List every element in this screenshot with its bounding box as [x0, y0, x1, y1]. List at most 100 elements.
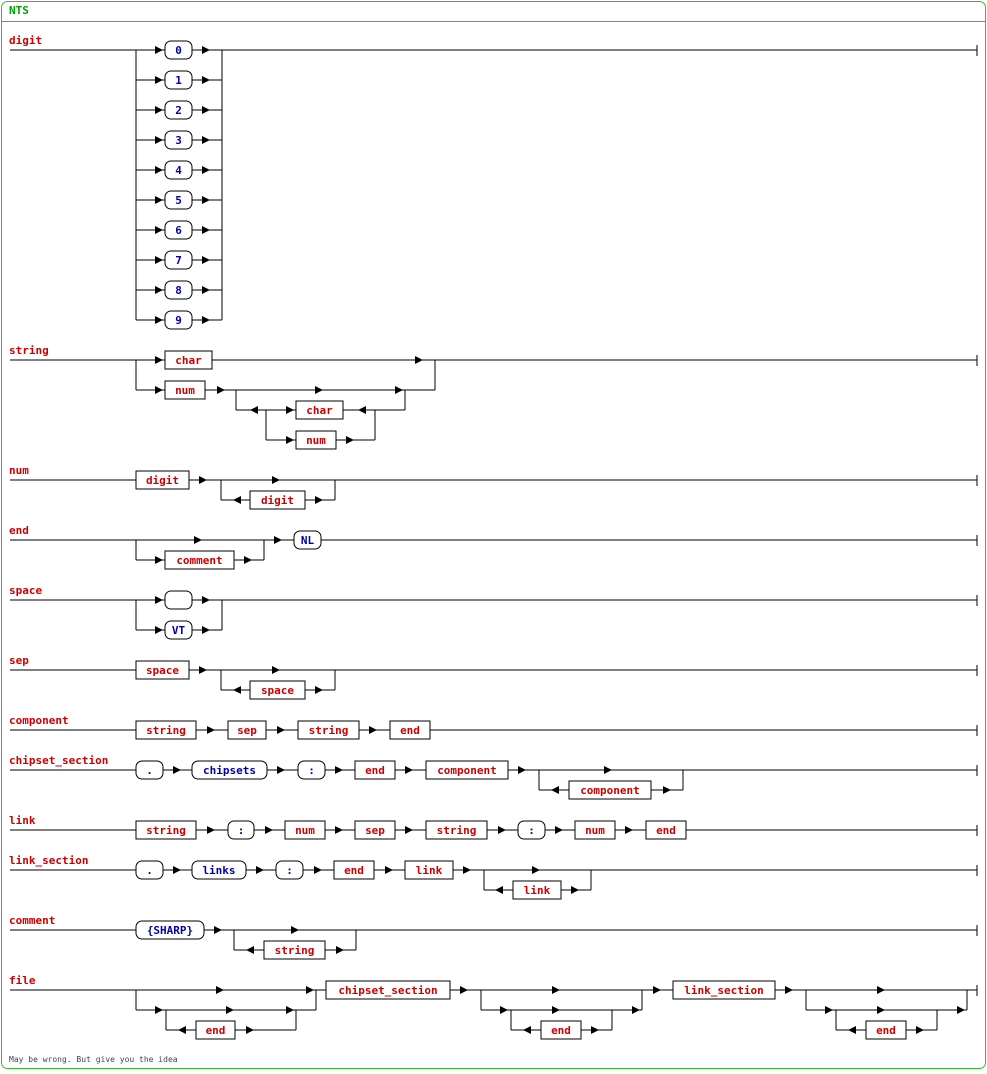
- header-title: NTS: [9, 4, 29, 17]
- svg-text:space: space: [261, 684, 294, 697]
- terminal-dot: .: [135, 760, 164, 780]
- svg-text::: :: [528, 824, 535, 837]
- nonterminal-end: end: [333, 860, 375, 880]
- terminal-chipsets: chipsets: [191, 760, 268, 780]
- nonterminal-space: space: [135, 660, 190, 680]
- rule-label-comment: comment: [9, 914, 55, 927]
- rule-string: string char num char num: [9, 344, 978, 450]
- nonterminal-component: component: [425, 760, 509, 780]
- svg-text:end: end: [551, 1024, 571, 1037]
- svg-text:component: component: [580, 784, 640, 797]
- nonterminal-string-1: string: [135, 820, 197, 840]
- svg-text:char: char: [175, 354, 202, 367]
- svg-text:num: num: [175, 384, 195, 397]
- rule-component: component string sep string end: [9, 714, 978, 740]
- terminal-colon-2: :: [517, 820, 546, 840]
- nonterminal-num-2: num: [574, 820, 616, 840]
- svg-text:.: .: [146, 864, 153, 877]
- terminal-1: 1: [164, 70, 193, 90]
- rule-label-string: string: [9, 344, 49, 357]
- svg-text:.: .: [146, 764, 153, 777]
- rule-link-section: link_section . links : end link link: [9, 854, 978, 900]
- terminal-colon-1: :: [227, 820, 255, 840]
- svg-text:string: string: [275, 944, 315, 957]
- svg-text:5: 5: [175, 194, 182, 207]
- rule-label-num: num: [9, 464, 29, 477]
- terminal-links: links: [191, 860, 247, 880]
- nonterminal-component-loop: component: [568, 780, 652, 800]
- svg-text:0: 0: [175, 44, 182, 57]
- svg-text:sep: sep: [237, 724, 257, 737]
- nonterminal-space-loop: space: [249, 680, 306, 700]
- svg-text:space: space: [146, 664, 179, 677]
- rule-label-digit: digit: [9, 34, 42, 47]
- terminal-0: 0: [164, 40, 193, 60]
- nonterminal-link-section: link_section: [672, 980, 776, 1000]
- nonterminal-char-loop: char: [295, 400, 344, 420]
- terminal-2: 2: [164, 100, 193, 120]
- svg-text:string: string: [437, 824, 477, 837]
- nonterminal-num: num: [164, 380, 206, 400]
- svg-text:comment: comment: [176, 554, 222, 567]
- svg-text:3: 3: [175, 134, 182, 147]
- rule-file: file end chipset_section end link_sectio…: [9, 974, 978, 1040]
- svg-text:num: num: [585, 824, 605, 837]
- terminal-4: 4: [164, 160, 193, 180]
- svg-text:end: end: [876, 1024, 896, 1037]
- svg-text:link: link: [416, 864, 443, 877]
- svg-text:chipsets: chipsets: [203, 764, 256, 777]
- svg-text:char: char: [306, 404, 333, 417]
- rule-label-end: end: [9, 524, 29, 537]
- rule-num: num digit digit: [9, 464, 978, 510]
- nonterminal-string-loop: string: [263, 940, 326, 960]
- svg-text:9: 9: [175, 314, 182, 327]
- rule-label-sep: sep: [9, 654, 29, 667]
- svg-text:string: string: [309, 724, 349, 737]
- nonterminal-string-1: string: [135, 720, 197, 740]
- svg-text:end: end: [365, 764, 385, 777]
- svg-text:2: 2: [175, 104, 182, 117]
- rule-label-chipset-section: chipset_section: [9, 754, 108, 767]
- svg-text:NL: NL: [301, 534, 315, 547]
- rule-digit: digit 0 1 2 3 4 5 6 7 8 9: [9, 34, 978, 330]
- rule-label-space: space: [9, 584, 42, 597]
- nonterminal-sep: sep: [227, 720, 267, 740]
- nonterminal-end: end: [645, 820, 687, 840]
- terminal-9: 9: [164, 310, 193, 330]
- terminal-blank: [164, 590, 193, 610]
- rule-label-link: link: [9, 814, 36, 827]
- rule-comment: comment {SHARP} string: [9, 914, 978, 960]
- nonterminal-comment: comment: [164, 550, 235, 570]
- footer-note: May be wrong. But give you the idea: [9, 1055, 178, 1064]
- svg-text:1: 1: [175, 74, 182, 87]
- terminal-colon: :: [297, 760, 326, 780]
- terminal-dot: .: [135, 860, 164, 880]
- nonterminal-end: end: [354, 760, 396, 780]
- terminal-7: 7: [164, 250, 193, 270]
- nonterminal-char: char: [164, 350, 213, 370]
- svg-text:end: end: [344, 864, 364, 877]
- nonterminal-end-3: end: [865, 1020, 907, 1040]
- svg-text:chipset_section: chipset_section: [338, 984, 437, 997]
- svg-text:VT: VT: [172, 624, 186, 637]
- svg-text:sep: sep: [365, 824, 385, 837]
- rule-label-link-section: link_section: [9, 854, 88, 867]
- terminal-5: 5: [164, 190, 193, 210]
- rule-link: link string : num sep string : num end: [9, 814, 978, 840]
- terminal-6: 6: [164, 220, 193, 240]
- svg-text::: :: [308, 764, 315, 777]
- svg-text:6: 6: [175, 224, 182, 237]
- rule-space: space VT: [9, 584, 978, 640]
- svg-text:component: component: [437, 764, 497, 777]
- terminal-nl: NL: [293, 530, 322, 550]
- svg-text:link: link: [524, 884, 551, 897]
- svg-text:links: links: [202, 864, 235, 877]
- nonterminal-end-1: end: [195, 1020, 236, 1040]
- rule-label-file: file: [9, 974, 36, 987]
- svg-text:7: 7: [175, 254, 182, 267]
- terminal-8: 8: [164, 280, 193, 300]
- terminal-sharp: {SHARP}: [135, 920, 205, 940]
